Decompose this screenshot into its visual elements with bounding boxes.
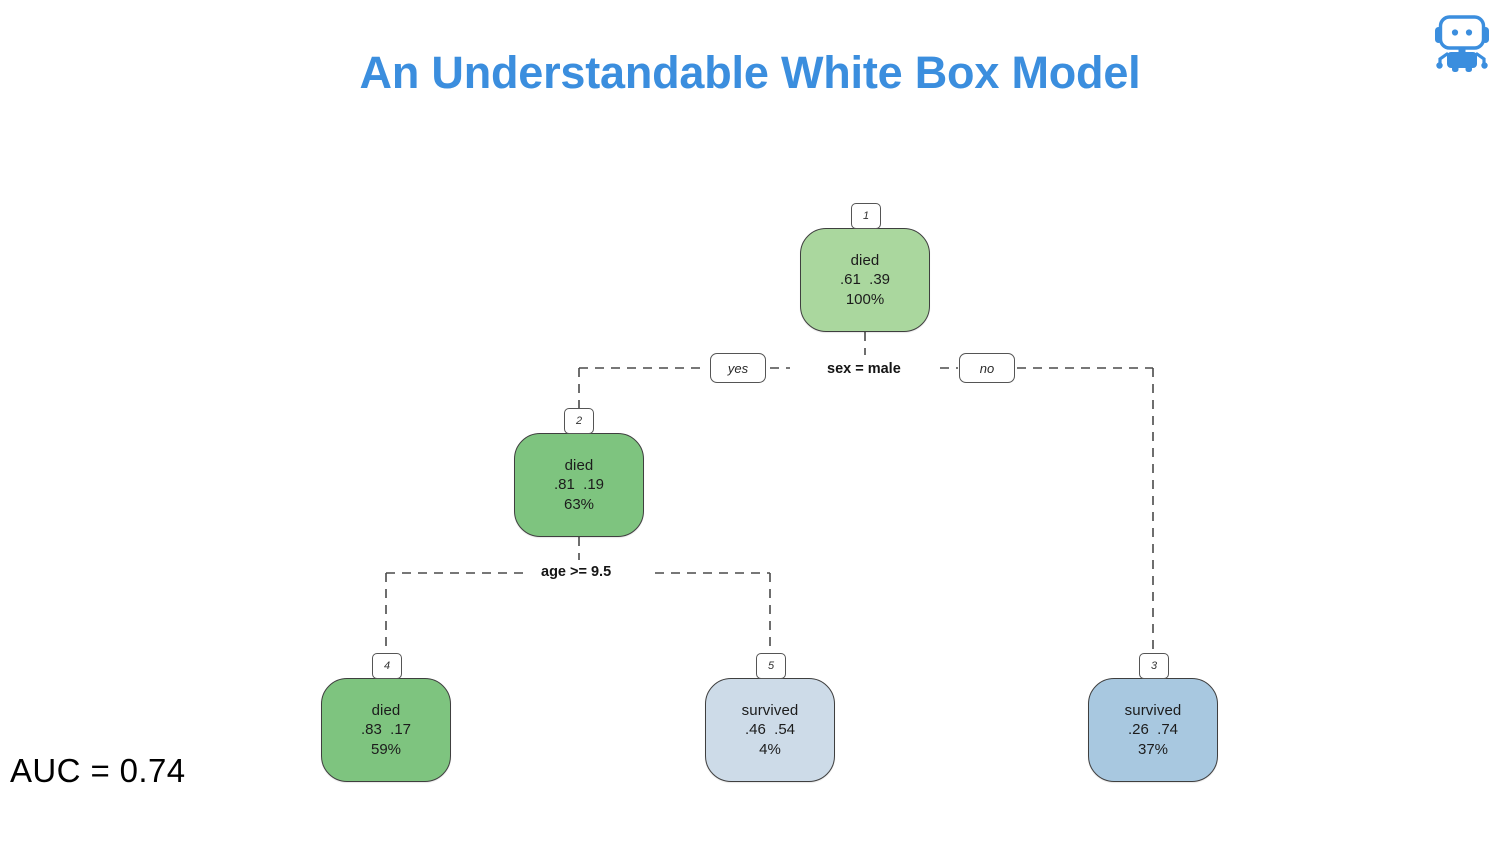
node-5-percent: 4% [759,740,781,758]
node-2-class: died [564,457,594,475]
node-5-probabilities: .46 .54 [744,721,796,739]
tree-node-4[interactable]: died .83 .17 59% [321,678,451,782]
node-badge-3: 3 [1139,653,1169,679]
tree-node-2[interactable]: died .81 .19 63% [514,433,644,537]
node-2-probabilities: .81 .19 [553,476,605,494]
node-3-class: survived [1124,702,1182,720]
node-badge-1: 1 [851,203,881,229]
tree-node-1[interactable]: died .61 .39 100% [800,228,930,332]
branch-pill-yes[interactable]: yes [710,353,766,383]
split-label-age: age >= 9.5 [541,564,612,580]
node-5-class: survived [741,702,799,720]
node-4-probabilities: .83 .17 [360,721,412,739]
split-label-sex: sex = male [827,361,901,377]
node-badge-2: 2 [564,408,594,434]
node-4-percent: 59% [370,740,402,758]
node-3-percent: 37% [1137,740,1169,758]
auc-caption: AUC = 0.74 [10,752,186,789]
tree-node-3[interactable]: survived .26 .74 37% [1088,678,1218,782]
branch-pill-no[interactable]: no [959,353,1015,383]
node-badge-5: 5 [756,653,786,679]
tree-node-5[interactable]: survived .46 .54 4% [705,678,835,782]
node-1-percent: 100% [845,290,885,308]
node-badge-4: 4 [372,653,402,679]
node-4-class: died [371,702,401,720]
node-2-percent: 63% [563,495,595,513]
node-1-probabilities: .61 .39 [839,271,891,289]
page-title: An Understandable White Box Model [359,47,1141,98]
node-1-class: died [850,252,880,270]
node-3-probabilities: .26 .74 [1127,721,1179,739]
robot-icon [1431,9,1493,73]
